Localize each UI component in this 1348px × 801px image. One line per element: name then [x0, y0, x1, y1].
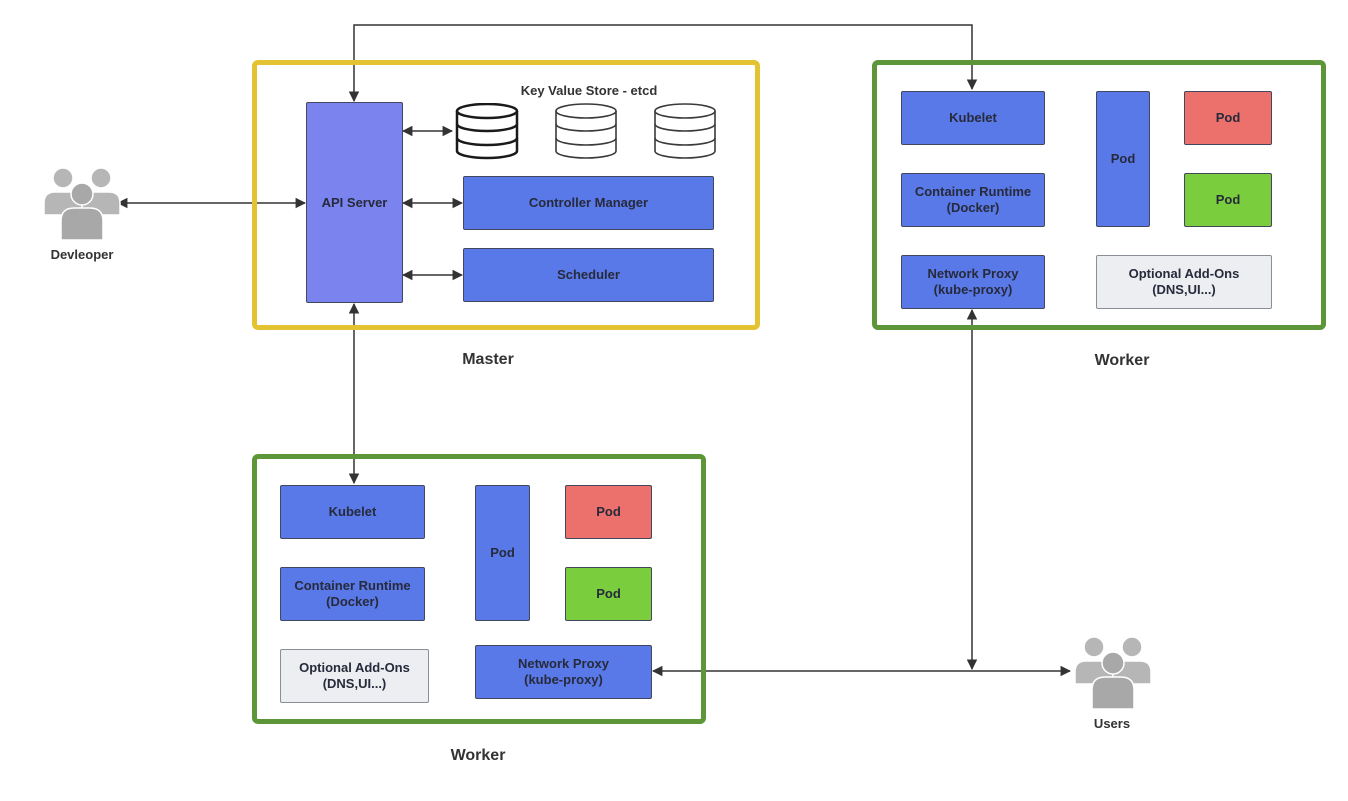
- database-icon: [455, 103, 519, 160]
- worker-bottom-pod-tall: Pod: [475, 485, 530, 621]
- worker-right-runtime-box: Container Runtime (Docker): [901, 173, 1045, 227]
- worker-right-pod-green: Pod: [1184, 173, 1272, 227]
- users-label: Users: [1093, 716, 1131, 731]
- users-group-icon: [1074, 636, 1152, 710]
- master-node-frame: [252, 60, 760, 330]
- worker-right-label: Worker: [1094, 352, 1150, 369]
- api-server-box: API Server: [306, 102, 403, 303]
- worker-bottom-frame: [252, 454, 706, 724]
- worker-bottom-proxy-box: Network Proxy (kube-proxy): [475, 645, 652, 699]
- worker-right-proxy-box: Network Proxy (kube-proxy): [901, 255, 1045, 309]
- master-label: Master: [462, 351, 514, 368]
- worker-bottom-pod-red: Pod: [565, 485, 652, 539]
- worker-right-pod-red: Pod: [1184, 91, 1272, 145]
- database-icon: [555, 103, 617, 159]
- worker-right-frame: [872, 60, 1326, 330]
- worker-right-addons-box: Optional Add-Ons (DNS,UI...): [1096, 255, 1272, 309]
- worker-right-kubelet-box: Kubelet: [901, 91, 1045, 145]
- worker-bottom-runtime-box: Container Runtime (Docker): [280, 567, 425, 621]
- controller-manager-box: Controller Manager: [463, 176, 714, 230]
- worker-bottom-pod-green: Pod: [565, 567, 652, 621]
- worker-bottom-kubelet-box: Kubelet: [280, 485, 425, 539]
- scheduler-box: Scheduler: [463, 248, 714, 302]
- worker-bottom-addons-box: Optional Add-Ons (DNS,UI...): [280, 649, 429, 703]
- developer-label: Devleoper: [50, 247, 114, 262]
- worker-bottom-label: Worker: [450, 747, 506, 764]
- database-icon: [654, 103, 716, 159]
- etcd-label: Key Value Store - etcd: [520, 83, 658, 98]
- users-group-icon: [43, 167, 121, 241]
- worker-right-pod-tall: Pod: [1096, 91, 1150, 227]
